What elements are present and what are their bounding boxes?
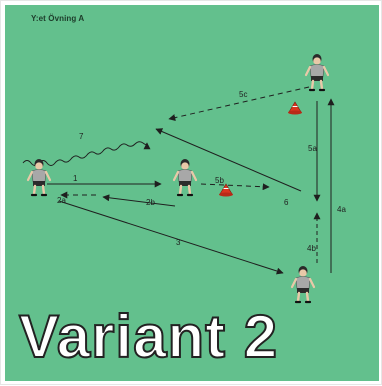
- label-3: 3: [176, 238, 181, 247]
- player-left: [28, 159, 50, 195]
- label-7: 7: [79, 132, 84, 141]
- arrow-6: [156, 129, 301, 191]
- label-6: 6: [284, 198, 289, 207]
- label-2b: 2b: [146, 198, 155, 207]
- label-5a: 5a: [308, 144, 317, 153]
- player-bottom-right: [292, 266, 314, 302]
- label-1: 1: [73, 174, 78, 183]
- variant-banner: Variant 2: [19, 307, 278, 367]
- arrow-2b: [103, 197, 175, 206]
- player-top-right: [306, 54, 328, 90]
- cone-top: [288, 102, 302, 115]
- label-5b: 5b: [215, 176, 224, 185]
- arrow-3: [59, 201, 283, 273]
- label-4a: 4a: [337, 205, 346, 214]
- arrow-5b: [201, 184, 269, 187]
- cone-center: [219, 184, 233, 197]
- label-5c: 5c: [239, 90, 247, 99]
- player-center: [174, 159, 196, 195]
- label-2a: 2a: [57, 196, 66, 205]
- label-4b: 4b: [307, 244, 316, 253]
